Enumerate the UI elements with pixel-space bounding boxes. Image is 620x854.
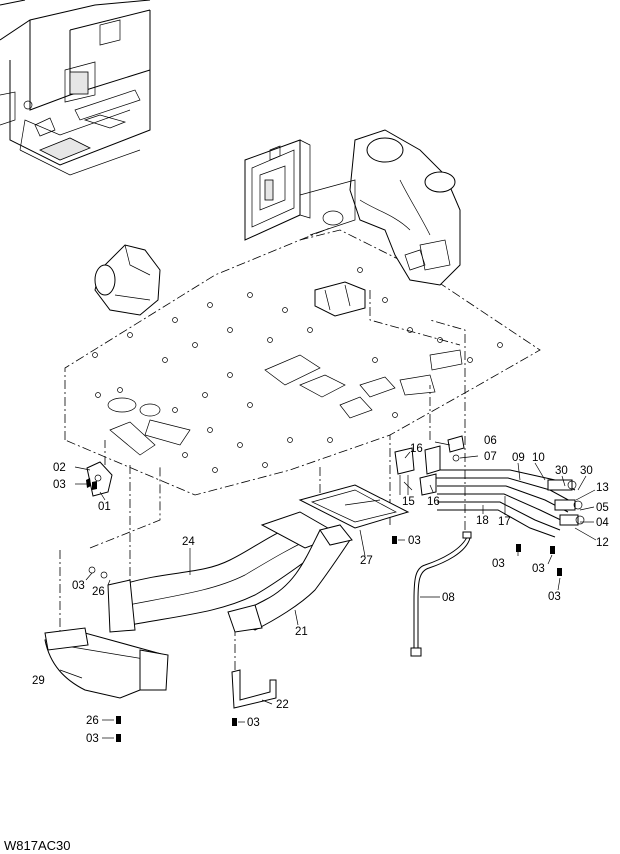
callout-03: 03 <box>408 535 421 547</box>
callout-30: 30 <box>580 465 593 477</box>
heater-unit <box>299 129 461 286</box>
bracket-01 <box>86 461 113 497</box>
callout-17: 17 <box>498 516 511 528</box>
duct-29 <box>44 627 169 699</box>
callout-03: 03 <box>532 563 545 575</box>
hose-08 <box>410 531 472 657</box>
callout-03: 03 <box>86 733 99 745</box>
callout-18: 18 <box>476 515 489 527</box>
callout-leaders <box>59 441 597 739</box>
callout-22: 22 <box>276 699 289 711</box>
bolt-holes <box>92 267 503 473</box>
leader-lines <box>59 290 466 680</box>
callout-03: 03 <box>247 717 260 729</box>
callout-26: 26 <box>92 586 105 598</box>
callout-16: 16 <box>410 443 423 455</box>
drawing-code: W817AC30 <box>4 838 70 853</box>
bracket-22 <box>231 669 277 709</box>
callout-12: 12 <box>596 537 609 549</box>
duct-21 <box>227 524 353 633</box>
callout-08: 08 <box>442 592 455 604</box>
callout-16: 16 <box>427 496 440 508</box>
callout-30: 30 <box>555 465 568 477</box>
callout-15: 15 <box>402 496 415 508</box>
duct-27 <box>298 484 410 529</box>
callout-06: 06 <box>484 435 497 447</box>
callout-07: 07 <box>484 451 497 463</box>
console-unit <box>244 139 311 241</box>
callout-21: 21 <box>295 626 308 638</box>
callout-02: 02 <box>53 462 66 474</box>
callout-03: 03 <box>53 479 66 491</box>
center-bracket <box>314 281 366 317</box>
left-duct-outlet <box>94 244 161 316</box>
callout-26: 26 <box>86 715 99 727</box>
pipe-bundle <box>394 435 585 538</box>
duct-24 <box>107 511 342 633</box>
callout-27: 27 <box>360 555 373 567</box>
bolts-03 <box>88 481 562 742</box>
callout-03: 03 <box>492 558 505 570</box>
callout-labels: 02 03 01 06 07 16 15 16 09 10 30 30 13 0… <box>32 435 609 745</box>
callout-13: 13 <box>596 482 609 494</box>
callout-03: 03 <box>548 591 561 603</box>
callout-09: 09 <box>512 452 525 464</box>
callout-01: 01 <box>98 501 111 513</box>
callout-24: 24 <box>182 536 195 548</box>
callout-04: 04 <box>596 517 609 529</box>
callout-05: 05 <box>596 502 609 514</box>
callout-29: 29 <box>32 675 45 687</box>
callout-03: 03 <box>72 580 85 592</box>
callout-10: 10 <box>532 452 545 464</box>
cab-overview-inset <box>0 0 151 176</box>
floor-plate <box>64 227 541 496</box>
